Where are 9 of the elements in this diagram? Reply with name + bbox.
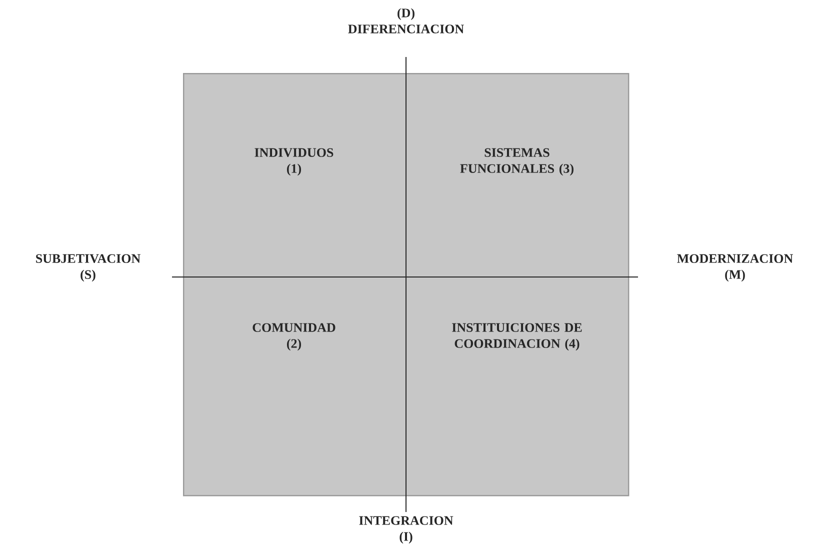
quadrant-label: INDIVIDUOS (1) — [254, 148, 334, 176]
quadrant-box — [183, 73, 630, 496]
quadrant-label: COMUNIDAD (2) — [252, 323, 336, 351]
axis-label: SUBJETIVACION (S) — [36, 254, 140, 282]
quadrant-label: INSTITUICIONES DE COORDINACION (4) — [452, 323, 582, 351]
axis-label: INTEGRACION (I) — [359, 516, 454, 544]
axis-label: MODERNIZACION (M) — [677, 254, 793, 282]
quadrant-label: SISTEMAS FUNCIONALES (3) — [460, 148, 574, 176]
axis-label: (D) DIFERENCIACION — [348, 8, 464, 34]
